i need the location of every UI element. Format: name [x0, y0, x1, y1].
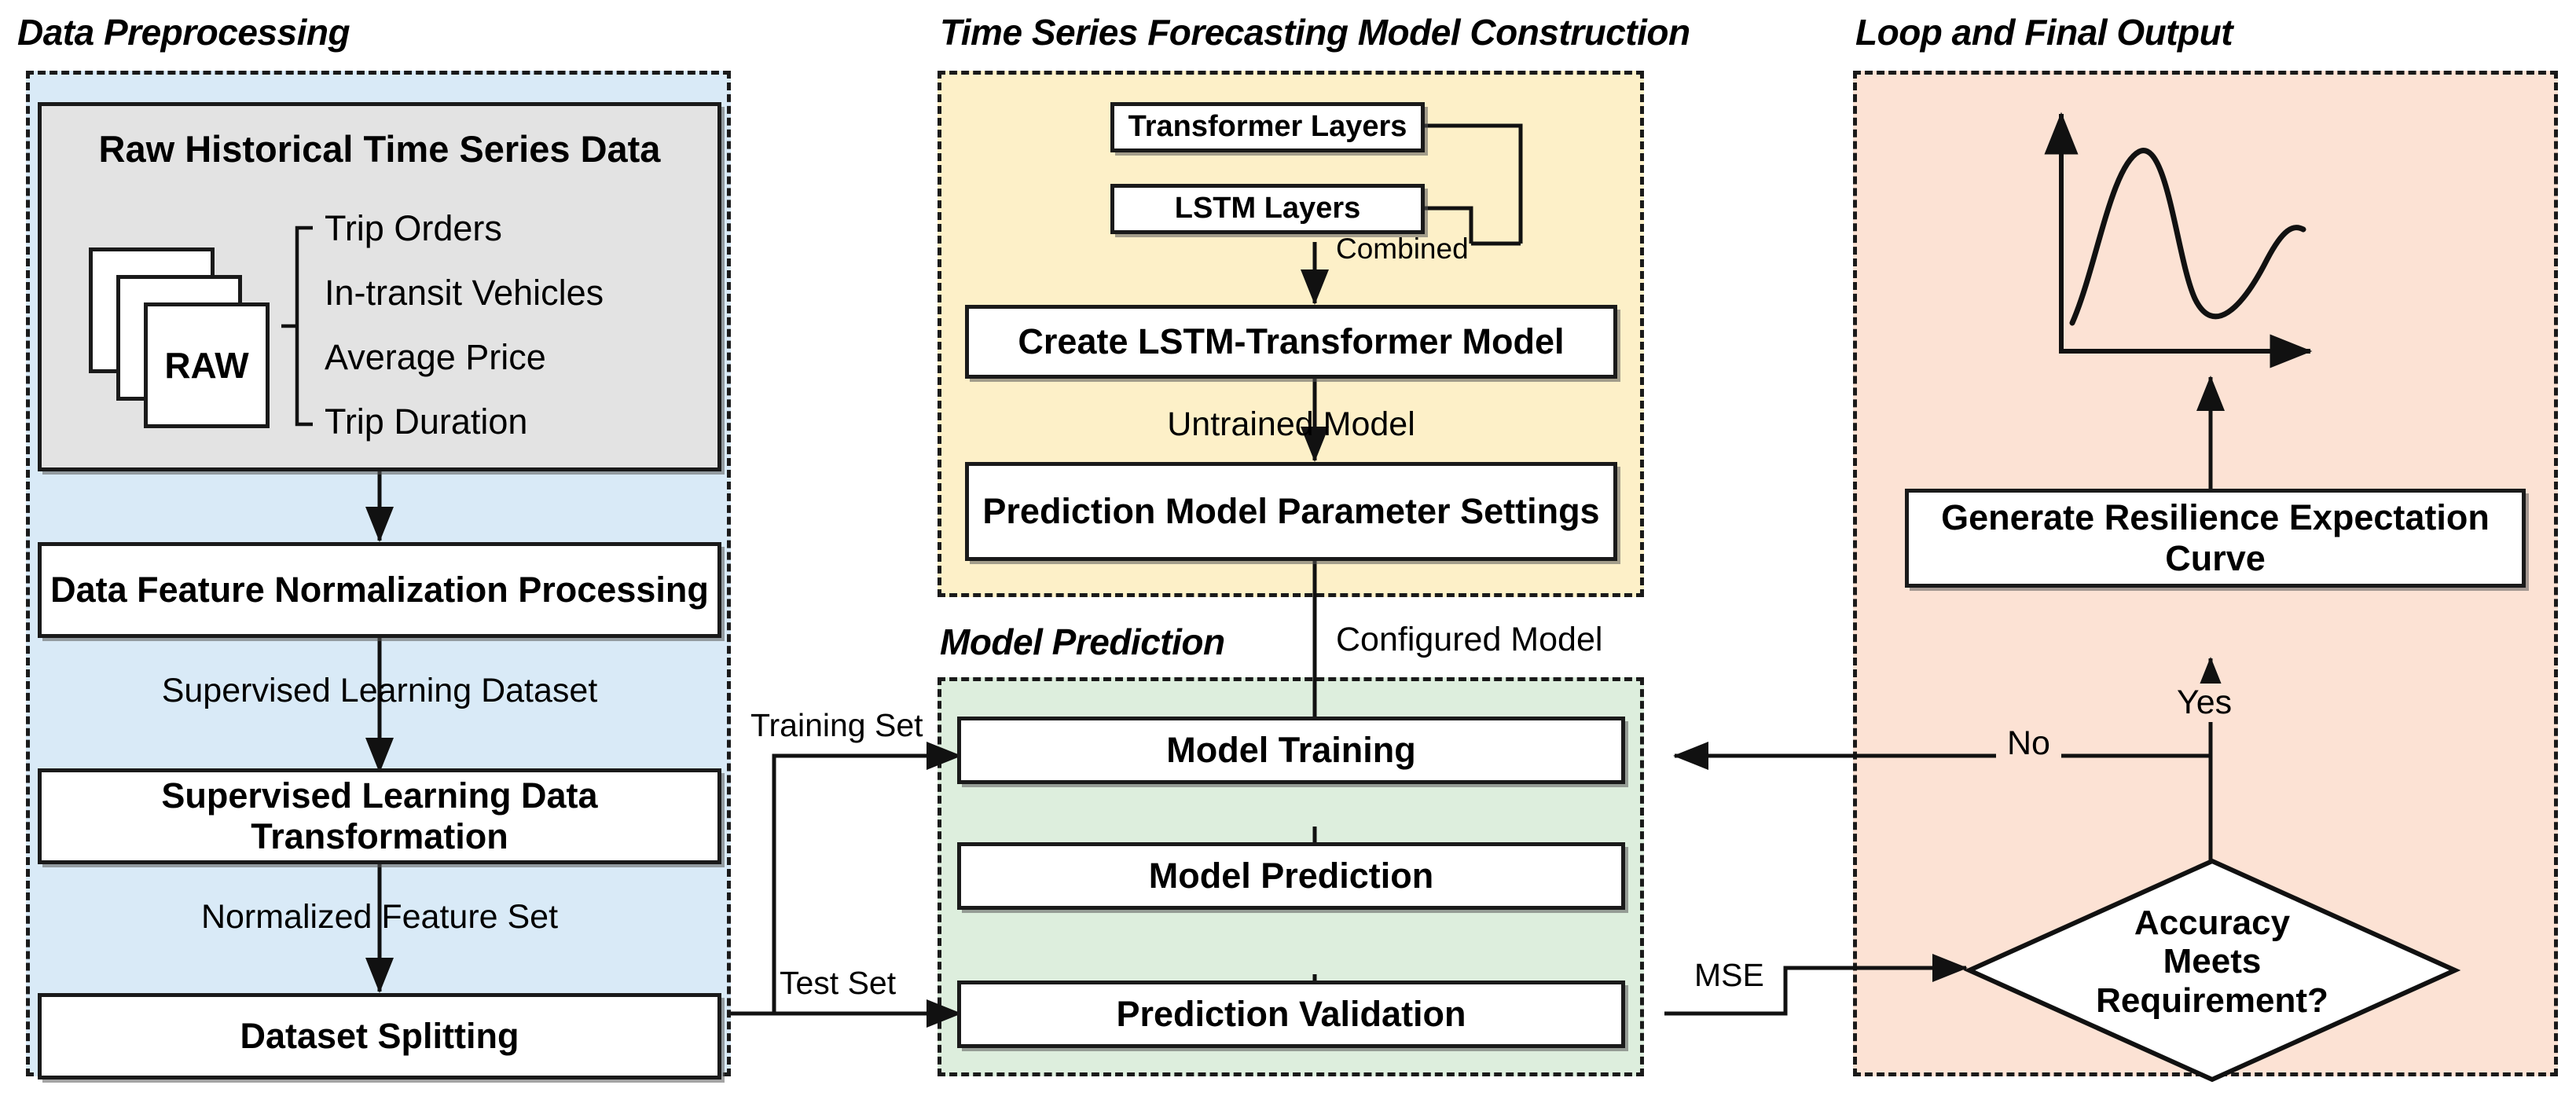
- panel-title-data-preprocessing: Data Preprocessing: [17, 12, 350, 53]
- edge-label-combined: Combined: [1336, 233, 1469, 265]
- panel-title-model-construction: Time Series Forecasting Model Constructi…: [940, 12, 1690, 53]
- feature-brace: [281, 225, 313, 427]
- panel-title-model-prediction: Model Prediction: [940, 621, 1225, 662]
- feature-item-3: Trip Duration: [325, 401, 528, 442]
- box-generate-resilience-expectation-curve[interactable]: Generate Resilience Expectation Curve: [1905, 489, 2526, 588]
- edge-label-configured-model: Configured Model: [1336, 621, 1603, 658]
- box-lstm-layers[interactable]: LSTM Layers: [1110, 184, 1425, 234]
- raw-icon-label: RAW: [144, 302, 270, 428]
- decision-diamond[interactable]: [1963, 856, 2461, 1084]
- panel-title-loop-output: Loop and Final Output: [1855, 12, 2233, 53]
- box-model-prediction[interactable]: Model Prediction: [957, 842, 1625, 910]
- box-prediction-validation[interactable]: Prediction Validation: [957, 981, 1625, 1048]
- decision-label: Accuracy Meets Requirement?: [2096, 904, 2328, 1020]
- edge-label-mse: MSE: [1688, 957, 1771, 994]
- feature-item-0: Trip Orders: [325, 208, 502, 248]
- edge-label-no: No: [1996, 724, 2061, 763]
- edge-label-untrained-model: Untrained Model: [1167, 405, 1415, 443]
- box-supervised-learning-transformation[interactable]: Supervised Learning Data Transformation: [38, 768, 721, 864]
- box-dataset-splitting[interactable]: Dataset Splitting: [38, 993, 721, 1080]
- feature-item-2: Average Price: [325, 337, 546, 377]
- edge-label-training-set: Training Set: [750, 707, 923, 743]
- box-transformer-layers[interactable]: Transformer Layers: [1110, 102, 1425, 152]
- box-model-training[interactable]: Model Training: [957, 717, 1625, 784]
- raw-historical-block: Raw Historical Time Series Data RAW Trip…: [38, 102, 721, 471]
- feature-item-1: In-transit Vehicles: [325, 273, 604, 313]
- edge-label-test-set: Test Set: [780, 965, 897, 1001]
- edge-label-supervised-dataset: Supervised Learning Dataset: [161, 672, 598, 709]
- resilience-curve-icon: [2044, 112, 2313, 368]
- raw-documents-icon: RAW: [89, 247, 277, 428]
- box-data-feature-normalization[interactable]: Data Feature Normalization Processing: [38, 542, 721, 638]
- box-create-lstm-transformer-model[interactable]: Create LSTM-Transformer Model: [965, 305, 1617, 379]
- edge-label-yes: Yes: [2169, 684, 2240, 722]
- box-prediction-model-parameter-settings[interactable]: Prediction Model Parameter Settings: [965, 462, 1617, 561]
- raw-block-title: Raw Historical Time Series Data: [98, 128, 661, 170]
- edge-label-normalized-feature-set: Normalized Feature Set: [200, 898, 559, 936]
